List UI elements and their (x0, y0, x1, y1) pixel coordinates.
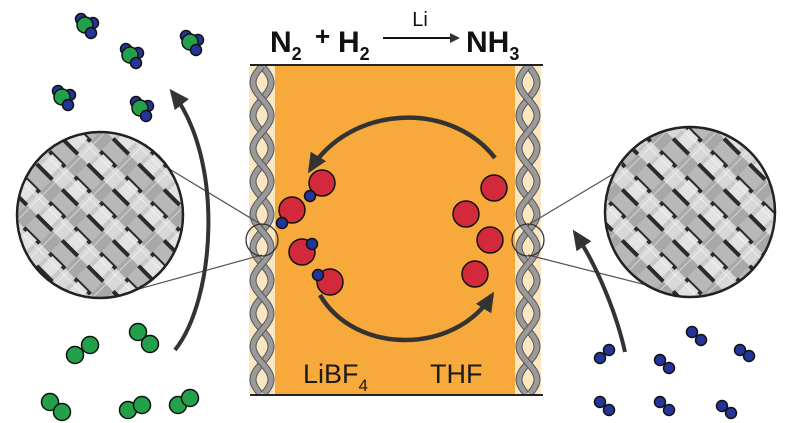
h2-molecule-3-atom-b (742, 349, 756, 363)
right-electrode-highlight (511, 223, 545, 257)
electrolyte-salt-label: LiBF4 (303, 359, 368, 395)
reactant-n2: N2 (270, 26, 302, 64)
nitrogen-entry-arrow (572, 229, 627, 353)
lithium-hydride-0-h (303, 189, 317, 203)
n2-molecule-1-atom-a (128, 322, 148, 342)
lithium-hydride-3-h (311, 268, 325, 282)
left-mesh-electrode (249, 63, 275, 397)
lithium-atom-1 (452, 200, 480, 228)
lithium-cycle-bottom-arrow (318, 291, 495, 343)
h2-molecule-1-atom-b (662, 361, 676, 375)
h2-molecule-4-atom-a (593, 395, 607, 409)
lithium-hydride-1-li (278, 196, 306, 224)
left-mesh-zoom (15, 130, 185, 300)
h2-molecule-0-atom-a (593, 351, 607, 365)
h2-molecule-5-atom-b (662, 403, 676, 417)
lithium-atom-0 (480, 174, 508, 202)
nh3-molecule-3-h3 (61, 98, 75, 112)
nh3-molecule-0-h3 (84, 26, 98, 40)
h2-molecule-6-atom-b (724, 406, 738, 420)
n2-molecule-2-atom-a (40, 392, 60, 412)
left-electrode-highlight (245, 223, 279, 257)
reaction-equation: N2 + H2 Li NH3 (270, 9, 519, 64)
catalyst-label: Li (412, 9, 428, 31)
left-electrode-wire-1 (250, 64, 274, 396)
n2-molecule-4-atom-b (180, 388, 200, 408)
nh3-molecule-1-h3 (129, 56, 143, 70)
lithium-hydride-1-h (275, 216, 289, 230)
h2-molecule-5-atom-a (653, 395, 667, 409)
lithium-cycle-top-arrow (307, 115, 497, 174)
h2-molecule-3-atom-a (733, 343, 747, 357)
lithium-hydride-0-li (308, 169, 336, 197)
h2-molecule-6-atom-a (715, 399, 729, 413)
ammonia-exit-arrow (169, 88, 211, 352)
h2-molecule-2-atom-b (694, 333, 708, 347)
h2-molecule-1-atom-a (653, 353, 667, 367)
reactant-h2: H2 (338, 26, 370, 64)
lithium-atom-3 (461, 260, 489, 288)
n2-molecule-3-atom-b (132, 395, 152, 415)
right-mesh-zoom (603, 125, 777, 299)
h2-molecule-2-atom-a (685, 325, 699, 339)
n2-molecule-0-atom-b (80, 335, 100, 355)
nh3-molecule-4-h3 (139, 109, 153, 123)
lithium-atom-2 (476, 226, 504, 254)
h2-molecule-0-atom-b (602, 343, 616, 357)
n2-molecule-0-atom-a (65, 345, 85, 365)
lithium-hydride-2-h (305, 237, 319, 251)
right-electrode-wire-1 (516, 64, 540, 396)
molecules-layer (40, 12, 756, 422)
h2-molecule-4-atom-b (602, 403, 616, 417)
electrolyte-solvent-label: THF (430, 359, 482, 389)
nh3-molecule-2-h3 (189, 43, 203, 57)
right-mesh-electrode (515, 63, 541, 397)
n2-molecule-2-atom-b (52, 402, 72, 422)
plus-sign: + (315, 21, 330, 51)
n2-molecule-1-atom-b (140, 334, 160, 354)
product-nh3: NH3 (466, 26, 519, 64)
